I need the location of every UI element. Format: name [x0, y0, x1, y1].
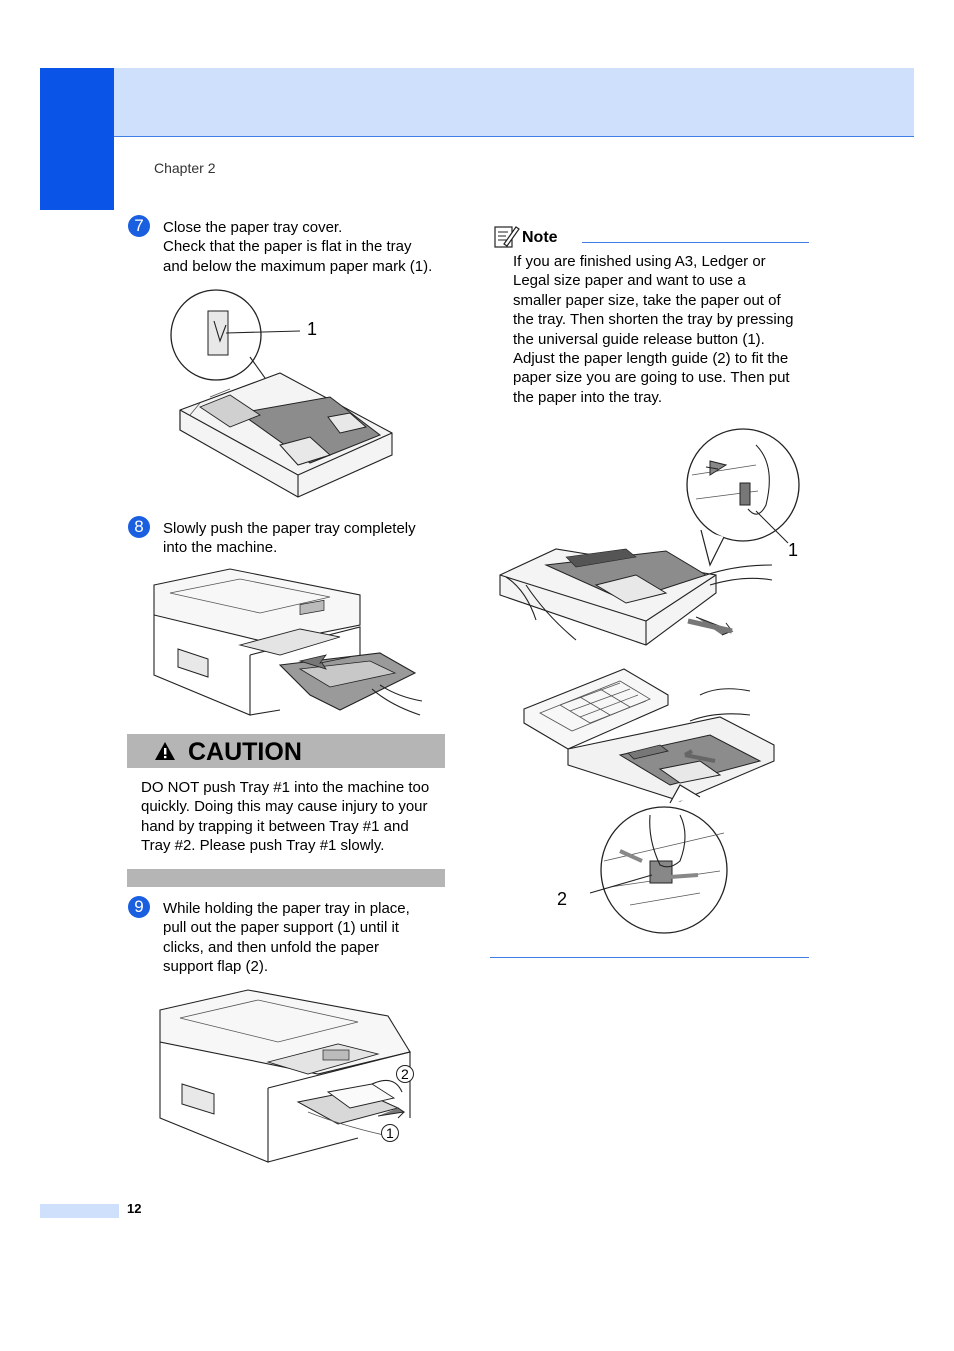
caution-line: Tray #2. Please push Tray #1 slowly. — [141, 837, 385, 855]
step-7-line: and below the maximum paper mark (1). — [163, 257, 433, 275]
step-9-line: pull out the paper support (1) until it — [163, 919, 399, 937]
caution-title: CAUTION — [188, 738, 302, 766]
note-line: Legal size paper and want to use a — [513, 272, 746, 290]
step-8-line: Slowly push the paper tray completely — [163, 520, 416, 537]
step-8-line: into the machine. — [163, 539, 278, 557]
figure-1-callout: 1 — [307, 319, 318, 339]
step-9-line: clicks, and then unfold the paper — [163, 938, 379, 956]
note-line: the paper into the tray. — [513, 388, 662, 406]
chapter-label: Chapter 2 — [154, 160, 216, 176]
caution-line: quickly. Doing this may cause injury to … — [141, 798, 428, 816]
figure-4-callout: 1 — [788, 540, 799, 560]
note-body: If you are finished using A3, Ledger or … — [513, 252, 811, 407]
step-7-line: Check that the paper is flat in the tray — [163, 238, 412, 256]
step-7-number: 7 — [128, 215, 150, 237]
caution-footer-bar — [127, 869, 445, 887]
figure-3-circle-2 — [396, 1065, 414, 1083]
paper-tray-illustration — [170, 289, 393, 498]
note-line: If you are finished using A3, Ledger or — [513, 253, 766, 270]
caution-header-bar — [127, 734, 445, 768]
caution-line: hand by trapping it between Tray #1 and — [141, 817, 409, 835]
figure-3-callout-2: 2 — [401, 1066, 409, 1082]
caution-body: DO NOT push Tray #1 into the machine too… — [141, 778, 445, 856]
figure-3-circle-1 — [381, 1124, 399, 1142]
shorten-tray-illustration — [499, 428, 800, 646]
chapter-tab — [40, 68, 114, 210]
caution-line: DO NOT push Tray #1 into the machine too — [141, 779, 430, 796]
step-8-number: 8 — [128, 516, 150, 538]
step-9-number: 9 — [128, 896, 150, 918]
note-pencil-icon — [494, 226, 520, 248]
figure-5-callout: 2 — [557, 889, 568, 909]
note-line: smaller paper size, take the paper out o… — [513, 291, 781, 309]
step-7-line: Close the paper tray cover. — [163, 219, 343, 236]
note-bottom-rule — [490, 957, 809, 958]
note-line: Adjust the paper length guide (2) to fit… — [513, 350, 789, 368]
machine-push-tray-illustration — [153, 568, 423, 716]
step-9-line: support flap (2). — [163, 958, 269, 976]
note-title: Note — [522, 229, 558, 246]
note-line: paper size you are going to use. Then pu… — [513, 369, 790, 387]
page-number: 12 — [127, 1201, 142, 1216]
step-7-text: Close the paper tray cover. Check that t… — [163, 218, 453, 276]
note-line: the universal guide release button (1). — [513, 330, 765, 348]
note-line: the tray. Then shorten the tray by press… — [513, 311, 794, 329]
step-8-text: Slowly push the paper tray completely in… — [163, 519, 453, 558]
step-9-text: While holding the paper tray in place, p… — [163, 899, 453, 977]
header-band — [113, 68, 914, 137]
footer-bar — [40, 1204, 119, 1218]
warning-triangle-icon — [155, 742, 175, 760]
note-top-rule — [582, 242, 809, 243]
machine-paper-support-illustration — [159, 989, 411, 1163]
figure-3-callout-1: 1 — [386, 1125, 394, 1141]
step-9-line: While holding the paper tray in place, — [163, 900, 410, 917]
paper-length-guide-illustration — [523, 668, 775, 934]
